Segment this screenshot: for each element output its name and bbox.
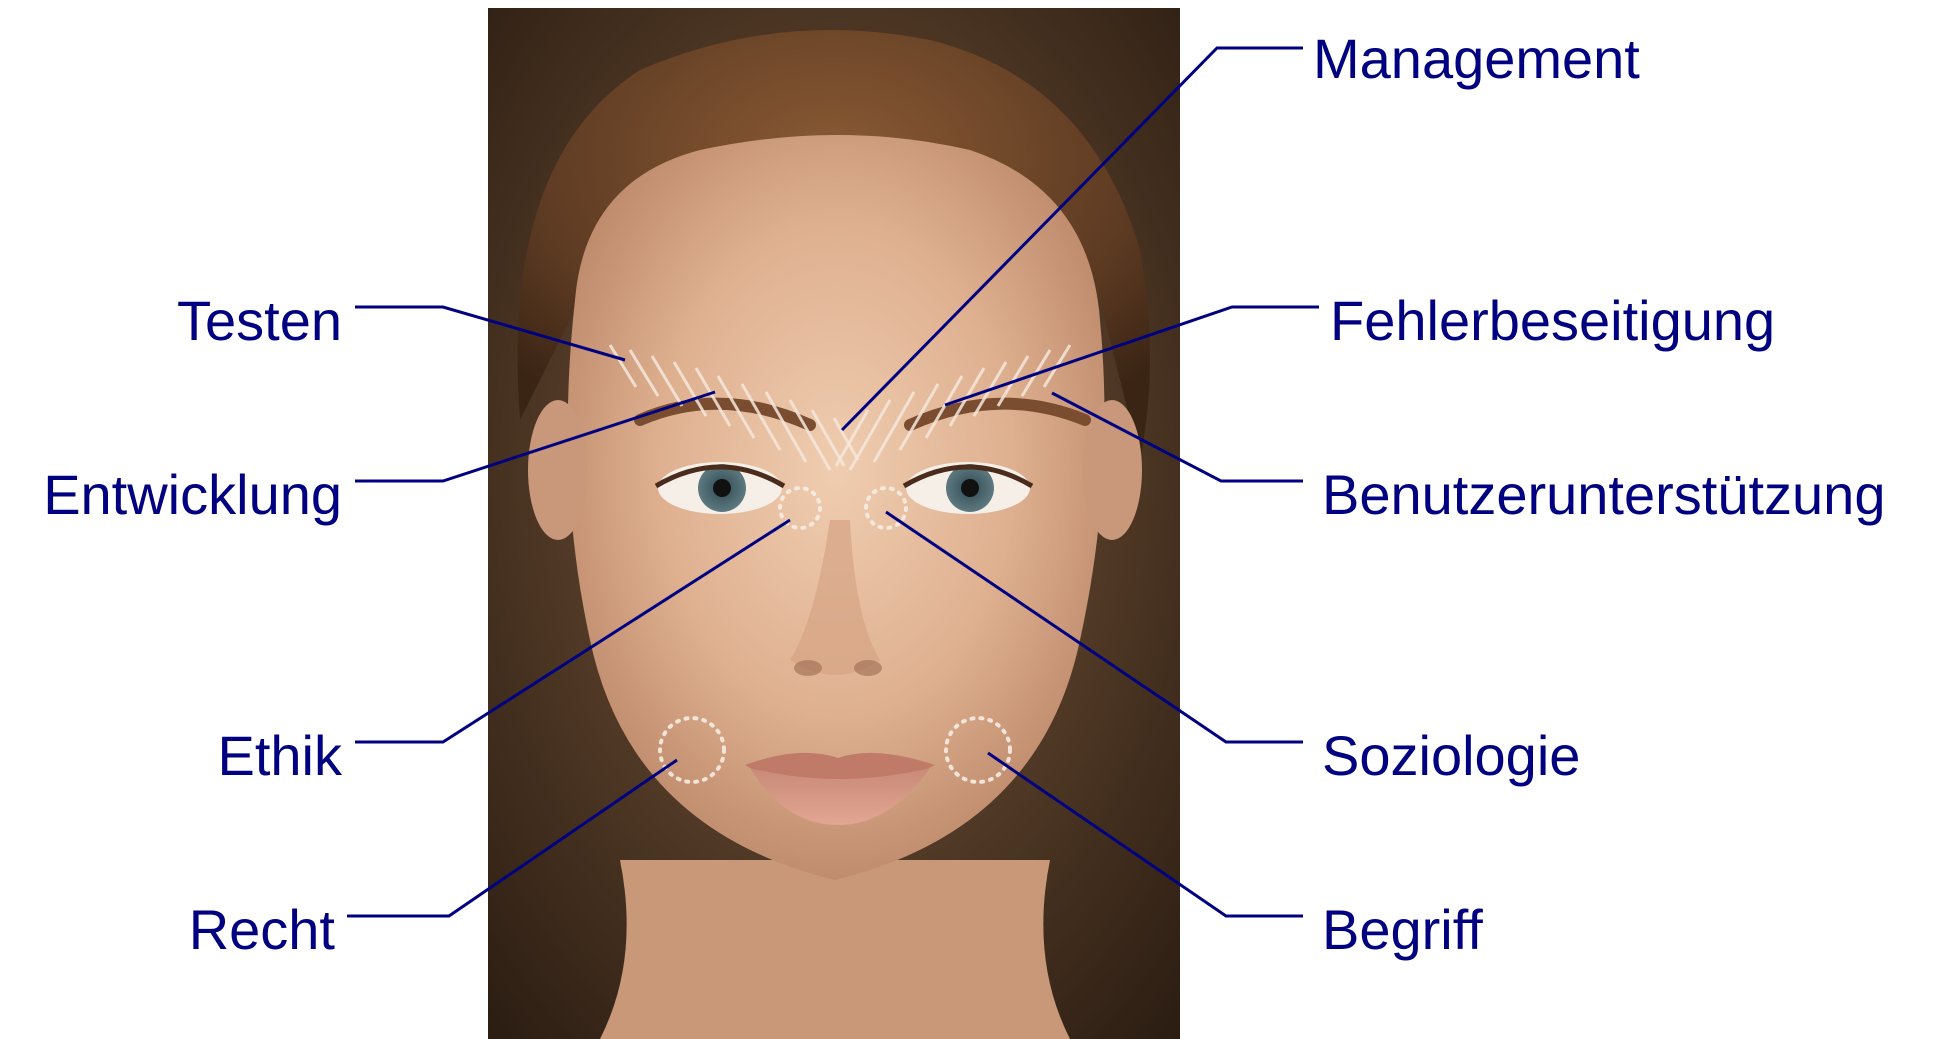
label-entwicklung: Entwicklung — [43, 463, 342, 526]
label-ethik: Ethik — [218, 724, 343, 787]
label-fehlerbeseitigung: Fehlerbeseitigung — [1330, 289, 1775, 352]
portrait-photo — [488, 8, 1180, 1039]
label-begriff: Begriff — [1322, 898, 1483, 961]
label-management: Management — [1313, 27, 1640, 90]
label-testen: Testen — [177, 289, 342, 352]
label-recht: Recht — [189, 898, 336, 961]
label-soziologie: Soziologie — [1322, 724, 1580, 787]
label-benutzerunterstuetzung: Benutzerunterstützung — [1322, 463, 1885, 526]
